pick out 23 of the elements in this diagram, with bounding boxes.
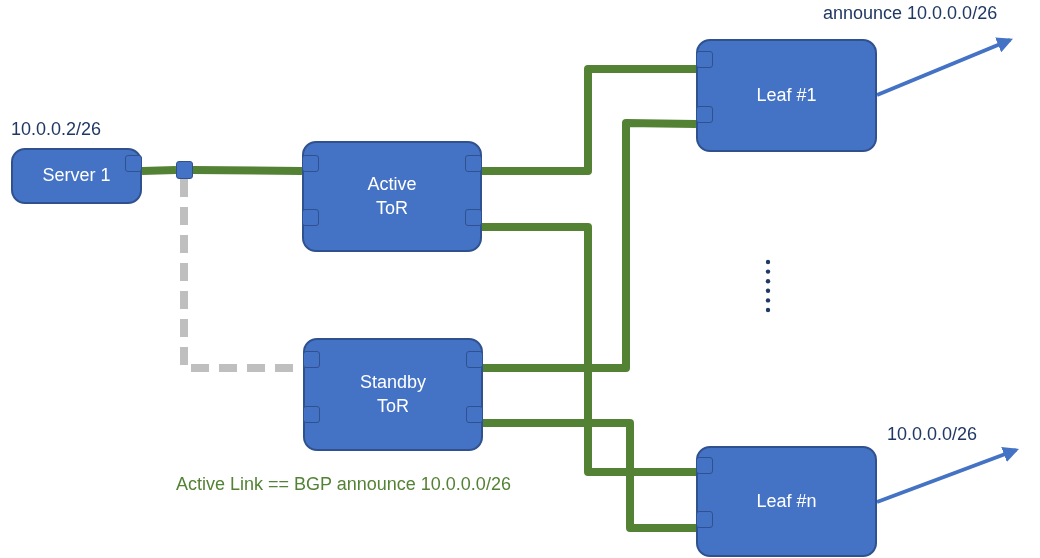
arrow — [876, 447, 1019, 504]
device-box — [303, 338, 483, 451]
edge-label: 10.0.0.0/26 — [887, 424, 978, 445]
device-box — [696, 39, 877, 152]
device-box — [11, 148, 142, 204]
cable-line — [482, 223, 696, 476]
node-label: Server 1 — [41, 164, 112, 188]
note-text: Active Link == BGP announce 10.0.0.0/26 — [176, 474, 511, 495]
address-label: 10.0.0.2/26 — [11, 119, 102, 140]
arrow — [876, 37, 1013, 97]
cable-line — [141, 166, 177, 175]
node-label: Active ToR — [366, 173, 418, 220]
node-label: Leaf #1 — [755, 83, 818, 107]
cable-line — [483, 119, 697, 372]
node-label: Leaf #n — [755, 489, 818, 513]
cable-line — [192, 166, 303, 175]
device-box — [696, 446, 877, 557]
cable-line — [482, 65, 696, 175]
cable-line — [483, 419, 696, 532]
device-box — [302, 141, 482, 252]
junction-square — [176, 161, 193, 179]
edge-label: announce 10.0.0.0/26 — [823, 3, 998, 24]
node-label: Standby ToR — [358, 371, 428, 418]
